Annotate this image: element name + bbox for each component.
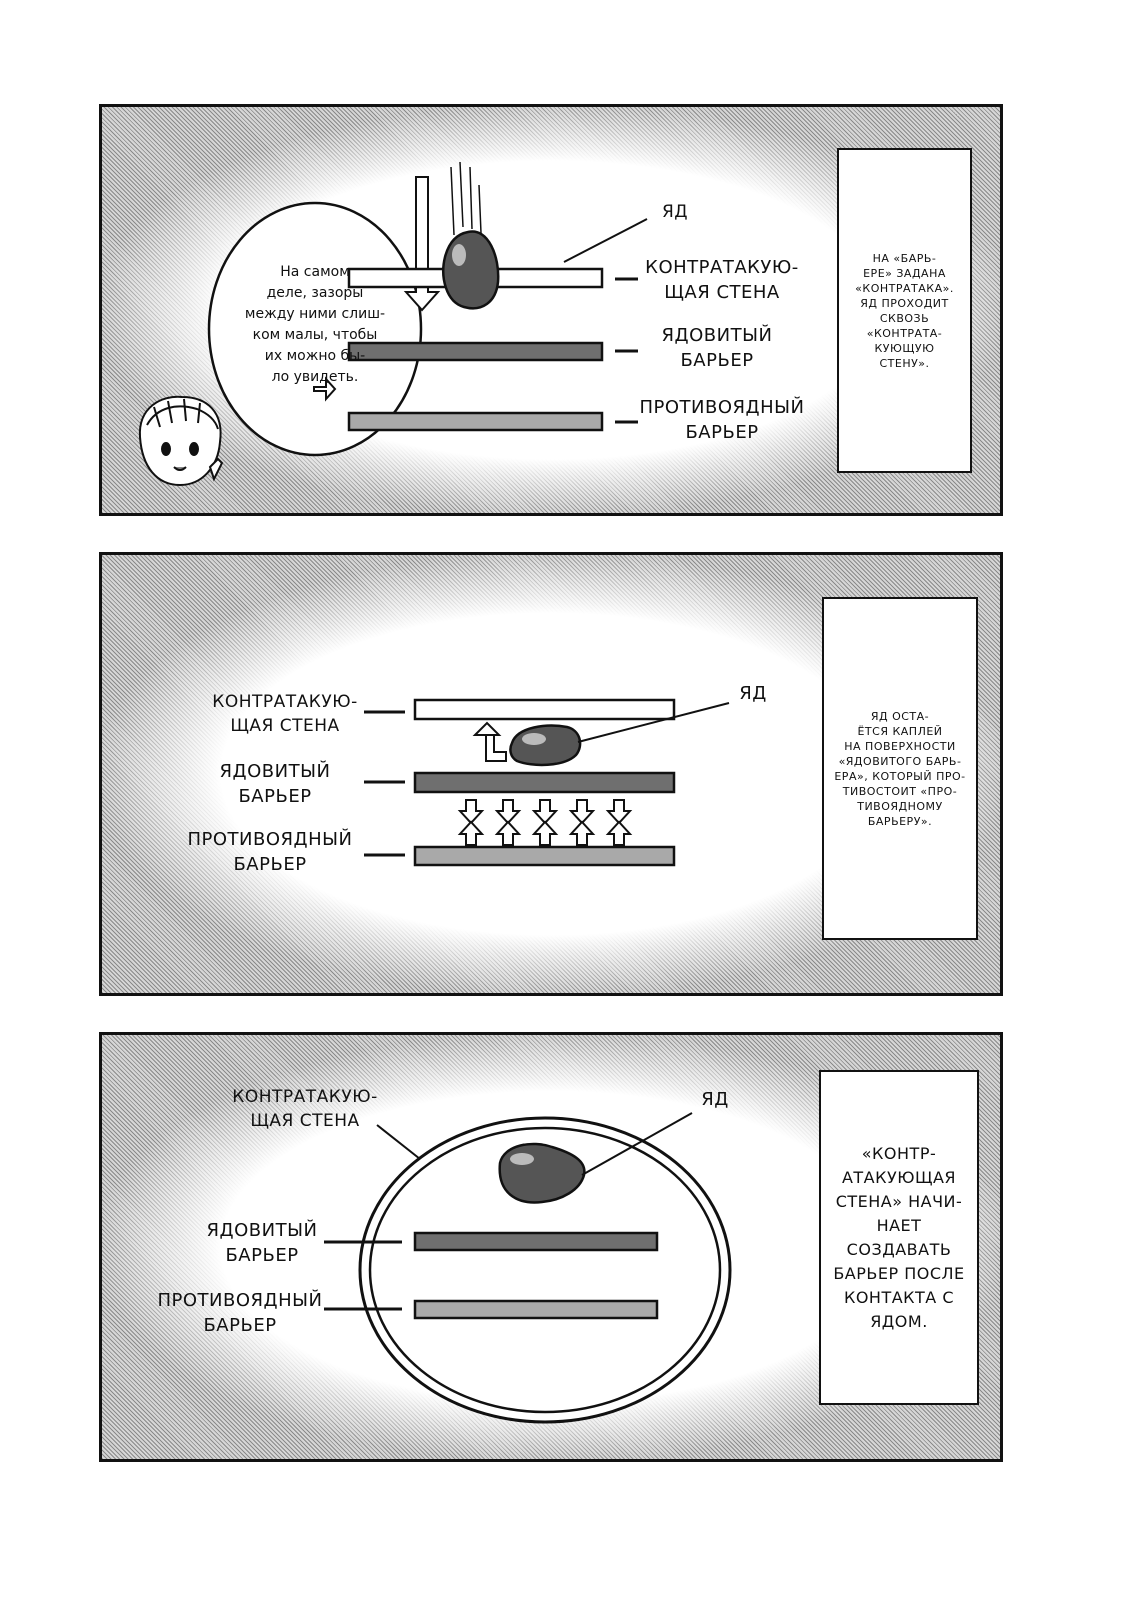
antipoison-barrier	[413, 845, 676, 867]
counter-wall-ellipse-outer	[358, 1116, 732, 1424]
label-counter-wall: КОНТРАТАКУЮ- ЩАЯ СТЕНА	[212, 692, 358, 736]
bubble-arrow-icon	[313, 376, 337, 402]
label-poison: ЯД	[661, 202, 689, 222]
poison-drop-highlight	[522, 733, 546, 745]
up-turn-arrow-head	[472, 721, 502, 736]
panel-counter-wall-pass: На самом деле, зазоры между ними слиш- к…	[99, 104, 1003, 516]
panel1-diagram	[138, 161, 648, 487]
chibi-character	[138, 395, 224, 487]
caption-text: ЯД ОСТА- ЁТСЯ КАПЛЕЙ НА ПОВЕРХНОСТИ «ЯДО…	[834, 709, 966, 828]
caption-box: ЯД ОСТА- ЁТСЯ КАПЛЕЙ НА ПОВЕРХНОСТИ «ЯДО…	[822, 597, 978, 940]
label-antipoison-barrier: ПРОТИВОЯДНЫЙ БАРЬЕР	[187, 829, 353, 875]
poison-barrier	[347, 341, 604, 362]
poison-drop-highlight	[510, 1153, 534, 1165]
panel2-diagram	[364, 698, 730, 867]
poison-pointer-line	[577, 702, 730, 743]
down-arrow-icon	[403, 176, 441, 312]
poison-barrier	[413, 1231, 659, 1252]
caption-text: НА «БАРЬ- ЕРЕ» ЗАДАНА «КОНТРАТАКА». ЯД П…	[855, 251, 954, 370]
speech-bubble	[207, 201, 423, 457]
label-poison: ЯД	[739, 683, 767, 704]
label-poison-barrier: ЯДОВИТЫЙ БАРЬЕР	[661, 325, 773, 371]
up-turn-arrow-icon	[480, 732, 507, 762]
label-poison-barrier: ЯДОВИТЫЙ БАРЬЕР	[206, 1220, 318, 1266]
speech-bubble-text: На самом деле, зазоры между ними слиш- к…	[244, 264, 386, 385]
motion-lines	[450, 161, 482, 236]
caption-box: НА «БАРЬ- ЕРЕ» ЗАДАНА «КОНТРАТАКА». ЯД П…	[837, 148, 972, 473]
poison-drop-highlight	[452, 244, 466, 266]
label-counter-wall: КОНТРАТАКУЮ- ЩАЯ СТЕНА	[645, 257, 799, 303]
poison-barrier	[413, 771, 676, 794]
panel3-diagram	[324, 1112, 732, 1424]
pointer-counter-wall	[376, 1124, 421, 1160]
label-counter-wall: КОНТРАТАКУЮ- ЩАЯ СТЕНА	[232, 1087, 378, 1131]
antipoison-barrier	[413, 1299, 659, 1320]
pressure-arrows	[457, 799, 633, 846]
caption-text: «КОНТР- АТАКУЮЩАЯ СТЕНА» НАЧИ- НАЕТ СОЗД…	[833, 1143, 965, 1331]
label-antipoison-barrier: ПРОТИВОЯДНЫЙ БАРЬЕР	[639, 397, 805, 443]
poison-pointer-line	[581, 1112, 693, 1176]
label-poison-barrier: ЯДОВИТЫЙ БАРЬЕР	[219, 761, 331, 807]
label-poison: ЯД	[701, 1089, 729, 1110]
caption-box: «КОНТР- АТАКУЮЩАЯ СТЕНА» НАЧИ- НАЕТ СОЗД…	[819, 1070, 979, 1405]
counter-wall	[413, 698, 676, 721]
poison-pointer-line	[563, 218, 648, 263]
antipoison-barrier	[347, 411, 604, 432]
poison-drop	[509, 724, 582, 767]
counter-wall-ellipse-inner	[368, 1126, 722, 1414]
panel-counter-wall-creates-barrier: КОНТРАТАКУЮ- ЩАЯ СТЕНА ЯД ЯДОВИТЫЙ БАРЬЕ…	[99, 1032, 1003, 1462]
panel-poison-drop-stays: КОНТРАТАКУЮ- ЩАЯ СТЕНА ЯД ЯДОВИТЫЙ БАРЬЕ…	[99, 552, 1003, 996]
poison-drop	[442, 230, 500, 310]
label-antipoison-barrier: ПРОТИВОЯДНЫЙ БАРЬЕР	[157, 1290, 323, 1336]
